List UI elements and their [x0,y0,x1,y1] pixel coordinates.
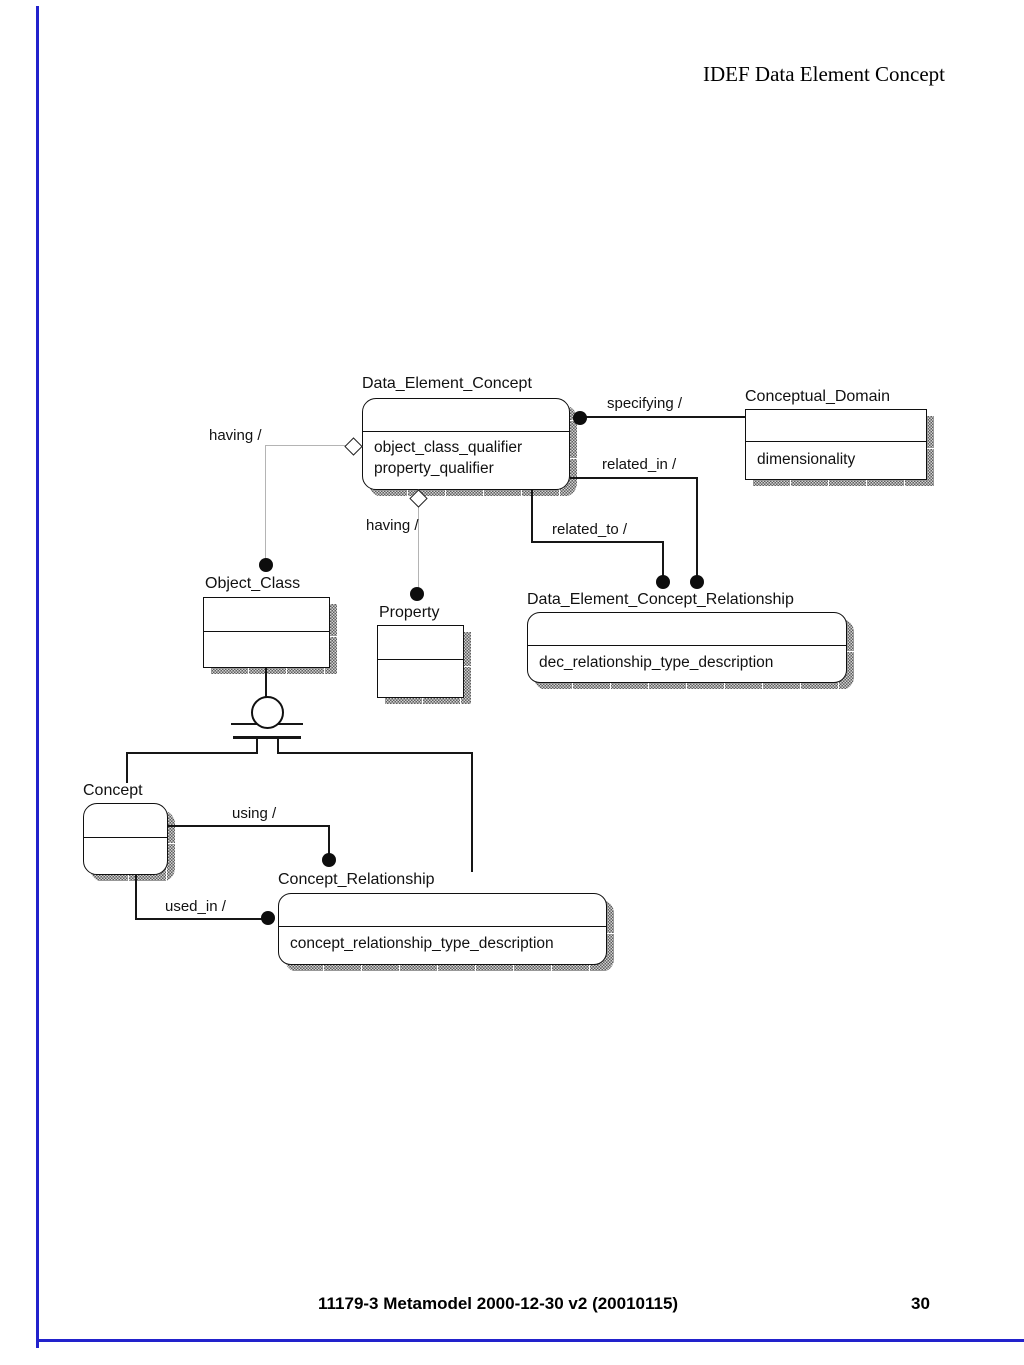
specifying-line [585,416,746,418]
entity-data-element-concept-box: object_class_qualifier property_qualifie… [362,398,570,490]
left-accent-line [36,6,39,1348]
category-stub-left [256,738,258,754]
entity-concept-relationship-name: Concept_Relationship [278,871,435,888]
entity-key-area [84,804,167,838]
having-bottom-line-v [418,507,419,595]
having-left-dot-icon [259,558,273,572]
used-in-dot-icon [261,911,275,925]
entity-key-area [363,399,569,432]
entity-concept-relationship-box: concept_relationship_type_description [278,893,607,965]
entity-key-area [204,598,329,632]
attribute-concept-relationship-type-description: concept_relationship_type_description [290,935,554,952]
related-in-dot-icon [690,575,704,589]
specifying-dot-icon [573,411,587,425]
subtype-branch-right-h [277,752,473,754]
category-bar-2 [233,736,301,739]
entity-conceptual-domain-name: Conceptual_Domain [745,388,890,405]
category-stem-line [265,668,267,698]
related-in-label: related_in / [602,456,677,473]
page-number: 30 [911,1294,930,1313]
having-left-label: having / [209,427,262,444]
entity-key-area [746,410,926,442]
related-to-label: related_to / [552,521,628,538]
using-line-v [328,825,330,855]
subtype-branch-left-v [126,752,128,783]
related-to-line-v1 [531,490,533,543]
category-circle-icon [251,696,284,729]
entity-object-class-box [203,597,330,668]
entity-key-area [279,894,606,927]
footer-text: 11179-3 Metamodel 2000-12-30 v2 (2001011… [318,1294,679,1313]
using-line-h [168,825,330,827]
related-in-line-v [696,477,698,582]
page-title: IDEF Data Element Concept [703,62,946,86]
entity-dec-relationship-box: dec_relationship_type_description [527,612,847,683]
using-dot-icon [322,853,336,867]
subtype-branch-right-v [471,752,473,872]
related-to-line-v2 [662,541,664,582]
entity-object-class-name: Object_Class [205,575,301,592]
entity-property-box [377,625,464,698]
attribute-property-qualifier: property_qualifier [374,460,494,477]
category-stub-right [277,738,279,754]
having-left-line-h [265,445,347,446]
entity-dec-relationship-name: Data_Element_Concept_Relationship [527,591,794,608]
entity-conceptual-domain-box: dimensionality [745,409,927,480]
entity-property-name: Property [379,604,440,621]
attribute-object-class-qualifier: object_class_qualifier [374,439,523,456]
having-bottom-dot-icon [410,587,424,601]
subtype-branch-left-h [126,752,258,754]
entity-concept-box [83,803,168,875]
having-left-diamond-icon [344,437,363,456]
attribute-dec-relationship-type-description: dec_relationship_type_description [539,654,774,671]
entity-concept-name: Concept [83,782,143,799]
entity-data-element-concept-name: Data_Element_Concept [362,375,532,392]
related-to-line-h [531,541,664,543]
attribute-dimensionality: dimensionality [757,451,856,468]
entity-key-area [378,626,463,660]
used-in-line-h [135,918,264,920]
using-label: using / [232,805,277,822]
having-left-line-v [265,445,266,565]
specifying-label: specifying / [607,395,683,412]
related-in-line-h [570,477,698,479]
related-to-dot-icon [656,575,670,589]
used-in-label: used_in / [165,898,226,915]
having-bottom-label: having / [366,517,419,534]
used-in-line-v [135,874,137,920]
bottom-accent-line [36,1339,1024,1342]
entity-key-area [528,613,846,646]
